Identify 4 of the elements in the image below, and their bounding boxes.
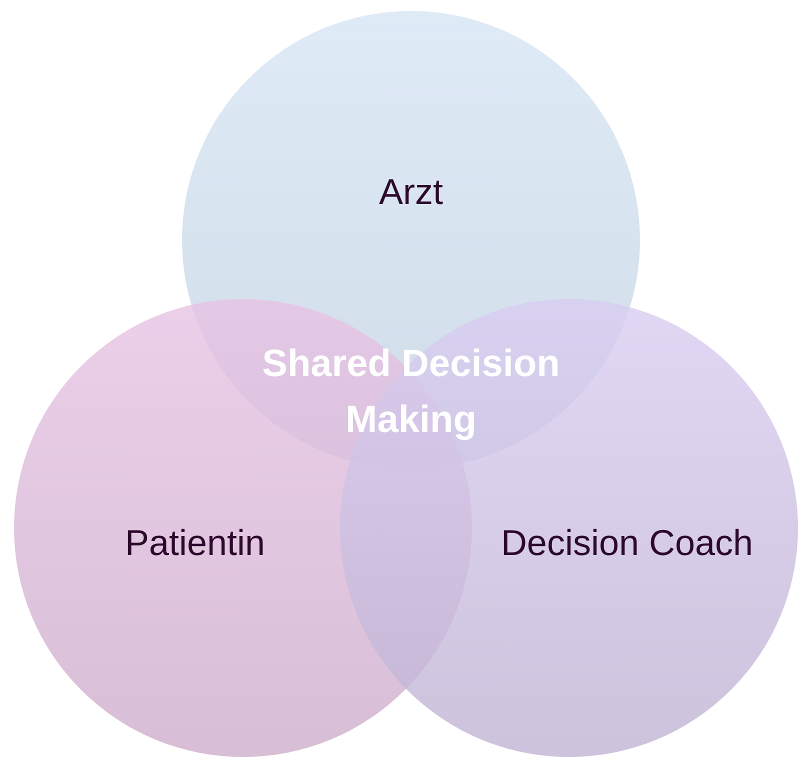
circle-label: Patientin	[124, 522, 266, 564]
circle-label: Decision Coach	[500, 522, 754, 564]
overlap-label: Shared Decision Making	[261, 342, 561, 443]
circle-label: Arzt	[379, 171, 443, 213]
